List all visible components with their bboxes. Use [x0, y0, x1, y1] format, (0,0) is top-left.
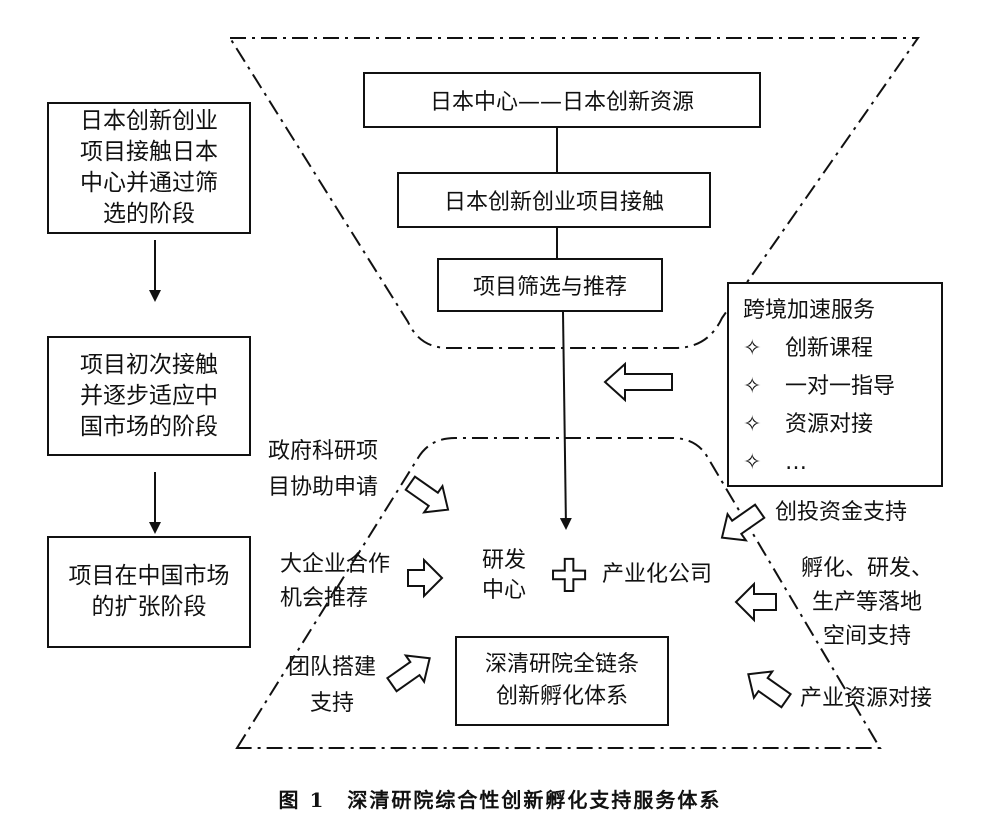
service-item-label: 一对一指导 — [785, 374, 896, 399]
rd-center-label: 研发 中心 — [481, 548, 526, 603]
star-icon: ✧ — [743, 374, 762, 399]
team-arrow — [385, 654, 431, 693]
industry-arrow — [747, 670, 793, 709]
gov-support-label: 政府科研项 目协助申请 — [268, 439, 379, 500]
stage-3-label: 项目在中国市场 的扩张阶段 — [68, 563, 230, 620]
service-item-label: 创新课程 — [785, 336, 874, 361]
space-support-label: 孵化、研发、 生产等落地 空间支持 — [800, 556, 933, 649]
plus-icon: ✚ — [550, 551, 589, 602]
gov-arrow — [404, 475, 450, 514]
industry-support-label: 产业资源对接 — [800, 686, 933, 711]
top-funnel-outline — [228, 37, 920, 349]
project-contact-label: 日本创新创业项目接触 — [443, 190, 664, 215]
service-item-label: … — [785, 450, 807, 475]
stage-2-label: 项目初次接触 并逐步适应中 国市场的阶段 — [80, 351, 218, 440]
service-arrow — [603, 361, 673, 403]
team-support-label: 团队搭建 支持 — [287, 655, 376, 716]
service-item: ✧ 创新课程 — [743, 330, 927, 368]
enterprise-support-label: 大企业合作 机会推荐 — [280, 552, 391, 611]
enterprise-arrow — [407, 557, 444, 599]
center-flow-arrow — [559, 311, 572, 530]
incubation-system-box: 深清研院全链条 创新孵化体系 — [455, 636, 669, 726]
vc-arrow — [720, 503, 766, 542]
service-item-label: 资源对接 — [785, 412, 874, 437]
stage-box-1: 日本创新创业 项目接触日本 中心并通过筛 选的阶段 — [47, 102, 251, 234]
service-box: 跨境加速服务 ✧创新课程 ✧一对一指导 ✧资源对接 ✧… — [727, 282, 943, 487]
service-item: ✧ 资源对接 — [743, 406, 927, 444]
bottom-funnel-outline — [235, 437, 882, 749]
star-icon: ✧ — [743, 412, 762, 437]
stage-1-label: 日本创新创业 项目接触日本 中心并通过筛 选的阶段 — [80, 108, 218, 227]
vc-support-label: 创投资金支持 — [775, 500, 908, 525]
space-arrow — [734, 581, 777, 623]
company-label: 产业化公司 — [602, 562, 713, 587]
service-title: 跨境加速服务 — [743, 298, 876, 323]
figure-caption: 图 1 深清研院综合性创新孵化支持服务体系 — [278, 788, 722, 812]
service-item: ✧ 一对一指导 — [743, 368, 927, 406]
star-icon: ✧ — [743, 336, 762, 361]
japan-center-box: 日本中心——日本创新资源 — [363, 72, 761, 128]
stage-box-2: 项目初次接触 并逐步适应中 国市场的阶段 — [47, 336, 251, 456]
project-contact-box: 日本创新创业项目接触 — [397, 172, 711, 228]
screening-label: 项目筛选与推荐 — [472, 275, 627, 300]
star-icon: ✧ — [743, 450, 762, 475]
stage-box-3: 项目在中国市场 的扩张阶段 — [47, 536, 251, 648]
screening-box: 项目筛选与推荐 — [437, 258, 663, 312]
service-item: ✧… — [743, 444, 927, 482]
incubation-system-label: 深清研院全链条 创新孵化体系 — [484, 652, 639, 709]
japan-center-label: 日本中心——日本创新资源 — [429, 90, 694, 115]
